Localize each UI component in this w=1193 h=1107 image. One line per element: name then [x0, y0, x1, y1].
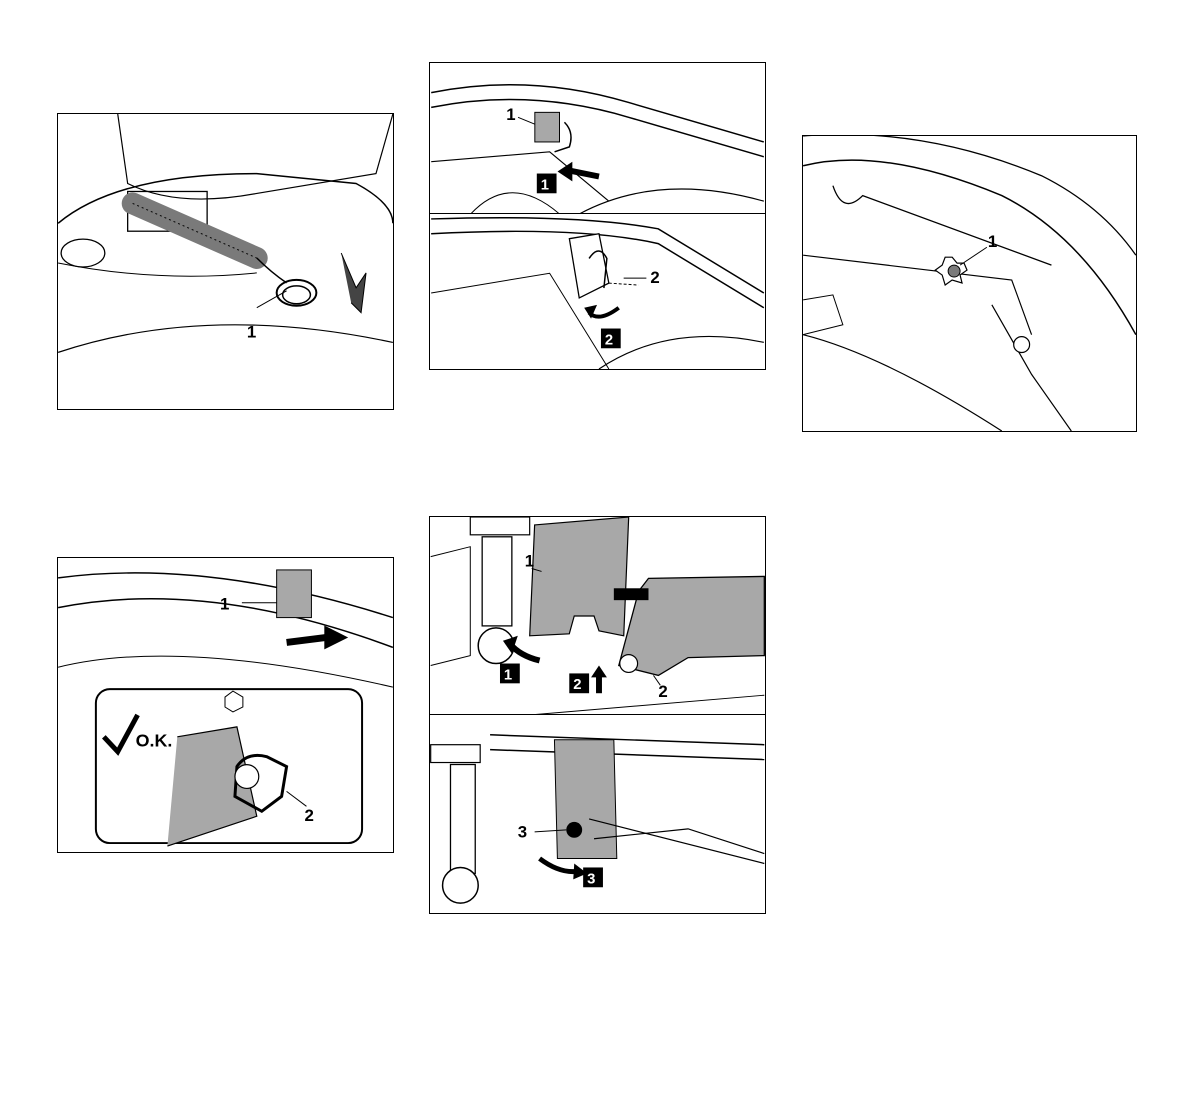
figure-bolt: 1 [802, 135, 1137, 432]
bracket-plate [554, 740, 616, 859]
spring-illustration: 1 [58, 114, 393, 409]
bracket-illustration-b: 3 3 [430, 715, 765, 913]
clip-illustration-a: 1 1 [430, 63, 765, 214]
svg-text:1: 1 [541, 177, 549, 193]
callout-1: 1 [988, 232, 997, 251]
callout-2: 2 [658, 682, 667, 701]
right-arrow-icon [324, 626, 348, 650]
figure-bracket-detail: 3 3 [429, 714, 766, 914]
clip-tab [535, 112, 560, 142]
bracket-illustration-a: 1 1 2 2 [430, 517, 765, 715]
bracket-plate [530, 517, 629, 636]
svg-text:3: 3 [587, 871, 595, 887]
ok-label: O.K. [136, 731, 173, 751]
up-arrow-icon [591, 666, 607, 678]
figure-spring-hook: 1 [57, 113, 394, 410]
svg-text:1: 1 [504, 667, 512, 683]
bolt-icon [948, 265, 960, 277]
bolt-illustration: 1 [803, 136, 1136, 431]
callout-1: 1 [525, 552, 534, 571]
callout-2: 2 [304, 806, 313, 825]
svg-text:2: 2 [573, 677, 581, 693]
figure-clip-remove: 1 1 [429, 62, 766, 215]
callout-2: 2 [650, 268, 659, 287]
callout-3: 3 [518, 823, 527, 842]
clip-illustration-b: 2 2 [430, 214, 765, 369]
callout-1: 1 [247, 322, 256, 341]
down-arrow-icon [341, 253, 366, 313]
callout-1: 1 [506, 105, 515, 124]
clip-ok-illustration: 1 O.K. 2 [58, 558, 393, 852]
pin-icon [566, 822, 582, 838]
figure-clip-ok: 1 O.K. 2 [57, 557, 394, 853]
svg-text:2: 2 [605, 332, 613, 348]
figure-bracket-remove: 1 1 2 2 [429, 516, 766, 716]
figure-clip-detail: 2 2 [429, 213, 766, 370]
callout-1: 1 [220, 595, 229, 614]
clip-tab [277, 570, 312, 618]
